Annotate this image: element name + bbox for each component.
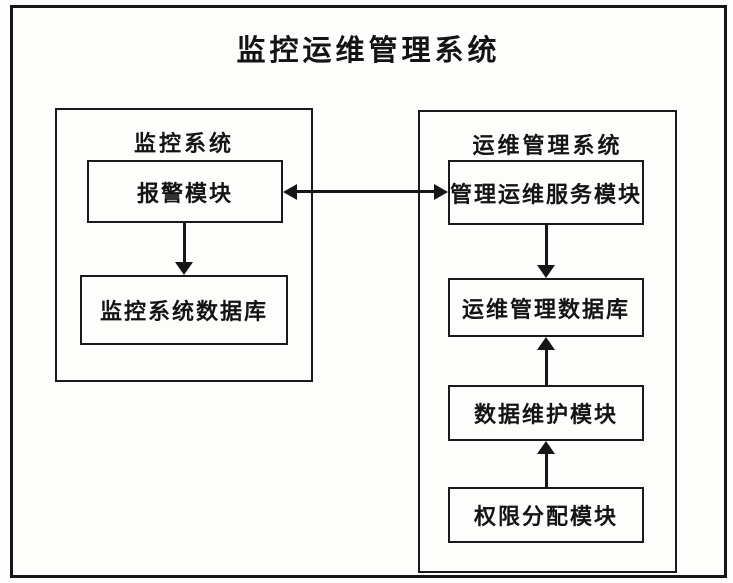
outer-frame [10, 5, 727, 578]
diagram-title: 监控运维管理系统 [236, 35, 501, 67]
arrow-down-icon [537, 265, 555, 278]
monitoring-system-panel-title: 监控系统 [133, 131, 234, 156]
arrow-permission-to-maintenance-line [545, 454, 548, 487]
ops-service-module-box: 管理运维服务模块 [448, 160, 644, 225]
ops-db-box: 运维管理数据库 [448, 278, 644, 337]
arrowhead-left-icon [283, 184, 297, 200]
data-maintenance-module-label: 数据维护模块 [473, 402, 618, 427]
ops-service-module-label: 管理运维服务模块 [450, 181, 643, 207]
permission-assignment-module-label: 权限分配模块 [473, 504, 618, 529]
ops-management-panel-title: 运维管理系统 [472, 133, 623, 158]
arrowhead-right-icon [434, 184, 448, 200]
monitoring-db-label: 监控系统数据库 [99, 299, 268, 324]
arrow-alarm-service-line [295, 190, 437, 193]
permission-assignment-module-box: 权限分配模块 [448, 487, 644, 543]
monitoring-system-panel: 监控系统 报警模块 监控系统数据库 [55, 108, 313, 382]
data-maintenance-module-box: 数据维护模块 [448, 385, 644, 441]
arrow-up-icon [537, 337, 555, 350]
ops-db-label: 运维管理数据库 [461, 296, 630, 322]
arrow-down-icon [175, 262, 193, 275]
arrow-alarm-to-monitoring-db-line [183, 223, 186, 263]
alarm-module-box: 报警模块 [87, 160, 283, 223]
arrow-maintenance-to-ops-db-line [545, 350, 548, 385]
arrow-service-to-ops-db-line [545, 225, 548, 265]
monitoring-db-box: 监控系统数据库 [80, 275, 288, 345]
alarm-module-label: 报警模块 [136, 180, 233, 206]
arrow-up-icon [537, 441, 555, 454]
ops-management-panel: 运维管理系统 管理运维服务模块 运维管理数据库 数据维护模块 权限分配模块 [418, 110, 677, 573]
